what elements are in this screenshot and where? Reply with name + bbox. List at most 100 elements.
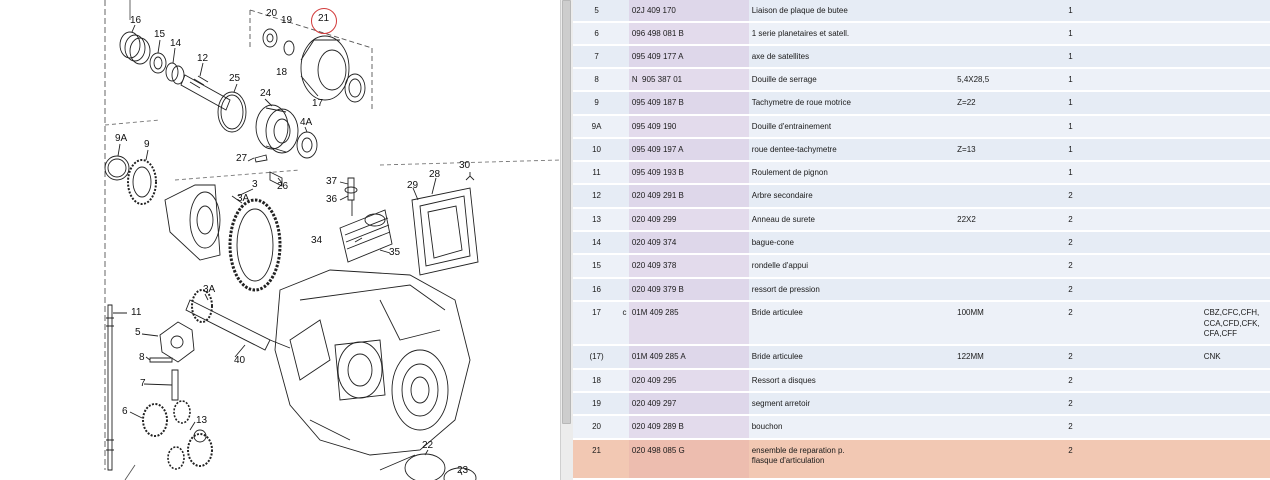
table-row[interactable]: 12 020 409 291 B Arbre secondaire 2	[573, 185, 1270, 209]
callout-5[interactable]: 5	[135, 327, 141, 338]
part-number-cell[interactable]: 020 409 379 B	[628, 279, 749, 300]
callout-9[interactable]: 9	[144, 139, 150, 150]
callout-24[interactable]: 24	[260, 88, 272, 99]
part-number-cell[interactable]: N 905 387 01	[628, 69, 749, 90]
remark-cell: Z=22	[957, 98, 976, 107]
callout-13[interactable]: 13	[196, 415, 208, 426]
table-row[interactable]: 7 095 409 177 A axe de satellites 1	[573, 46, 1270, 69]
remark-cell: 22X2	[957, 215, 976, 224]
table-row[interactable]: 8 N 905 387 01 Douille de serrage 5,4X28…	[573, 69, 1270, 92]
part-number-cell[interactable]: 020 409 378	[628, 255, 749, 277]
description-cell: Liaison de plaque de butee	[751, 6, 848, 15]
table-row[interactable]: 9A 095 409 190 Douille d'entrainement 1	[573, 116, 1270, 139]
description-cell: Anneau de surete	[751, 215, 815, 224]
table-row[interactable]: 6 096 498 081 B 1 serie planetaires et s…	[573, 23, 1270, 46]
model-cell	[1202, 92, 1270, 114]
part-number-cell[interactable]: 020 409 295	[628, 370, 749, 391]
table-row[interactable]: 14 020 409 374 bague-cone 2	[573, 232, 1270, 255]
part-number-cell[interactable]: 020 409 299	[628, 209, 749, 230]
callout-40[interactable]: 40	[234, 355, 246, 366]
part-number-cell[interactable]: 095 409 193 B	[628, 162, 749, 183]
callout-26[interactable]: 26	[277, 181, 289, 192]
callout-16[interactable]: 16	[130, 15, 142, 26]
callout-14[interactable]: 14	[170, 38, 182, 49]
table-row[interactable]: 19 020 409 297 segment arretoir 2	[573, 393, 1270, 416]
callout-25[interactable]: 25	[229, 73, 241, 84]
model-cell	[1202, 279, 1270, 300]
callout-37[interactable]: 37	[326, 176, 338, 187]
quantity-cell: 2	[1068, 446, 1073, 455]
table-row[interactable]: 9 095 409 187 B Tachymetre de roue motri…	[573, 92, 1270, 116]
callout-36[interactable]: 36	[326, 194, 338, 205]
callout-4A[interactable]: 4A	[300, 117, 313, 128]
callout-28[interactable]: 28	[429, 169, 441, 180]
model-cell	[1202, 23, 1270, 44]
position-cell: 7	[594, 52, 599, 61]
table-row[interactable]: 11 095 409 193 B Roulement de pignon 1	[573, 162, 1270, 185]
table-row-selected[interactable]: 21 020 498 085 G ensemble de reparation …	[573, 440, 1270, 480]
callout-30[interactable]: 30	[459, 160, 471, 171]
callout-22[interactable]: 22	[422, 440, 434, 451]
callout-12[interactable]: 12	[197, 53, 209, 64]
part-number-cell[interactable]: 020 498 085 G	[628, 440, 749, 478]
table-row[interactable]: 13 020 409 299 Anneau de surete 22X2 2	[573, 209, 1270, 232]
remark-cell	[954, 232, 1066, 253]
table-row[interactable]: (17) 01M 409 285 A Bride articulee 122MM…	[573, 346, 1270, 370]
part-number-cell[interactable]: 095 409 190	[628, 116, 749, 137]
table-row[interactable]: 5 02J 409 170 Liaison de plaque de butee…	[573, 0, 1270, 23]
scrollbar-thumb[interactable]	[562, 0, 571, 424]
callout-6[interactable]: 6	[122, 406, 128, 417]
description-cell: bague-cone	[751, 238, 794, 247]
quantity-cell: 1	[1068, 29, 1073, 38]
callout-21[interactable]: 21	[318, 13, 330, 24]
callout-9A[interactable]: 9A	[115, 133, 128, 144]
parts-table: 5 02J 409 170 Liaison de plaque de butee…	[573, 0, 1270, 480]
mark-cell	[620, 416, 629, 438]
callout-19[interactable]: 19	[281, 15, 293, 26]
part-number-cell[interactable]: 01M 409 285	[628, 302, 749, 344]
callout-8[interactable]: 8	[139, 352, 145, 363]
table-row[interactable]: 17 c 01M 409 285 Bride articulee 100MM 2…	[573, 302, 1270, 346]
part-number-cell[interactable]: 020 409 289 B	[628, 416, 749, 438]
vertical-scrollbar[interactable]	[560, 0, 574, 480]
callout-3A-upper[interactable]: 3A	[237, 193, 250, 204]
callout-3A-lower[interactable]: 3A	[203, 284, 216, 295]
callout-35[interactable]: 35	[389, 247, 401, 258]
callout-23[interactable]: 23	[457, 465, 469, 476]
position-cell: 13	[592, 215, 601, 224]
table-row[interactable]: 16 020 409 379 B ressort de pression 2	[573, 279, 1270, 302]
mark-cell: c	[622, 308, 627, 317]
callout-34[interactable]: 34	[311, 235, 323, 246]
part-number-cell[interactable]: 095 409 187 B	[628, 92, 749, 114]
description-cell: Tachymetre de roue motrice	[751, 98, 851, 107]
quantity-cell: 1	[1068, 75, 1073, 84]
part-number-cell[interactable]: 01M 409 285 A	[628, 346, 749, 368]
part-number-cell[interactable]: 095 409 177 A	[628, 46, 749, 67]
callout-3[interactable]: 3	[252, 179, 258, 190]
table-row[interactable]: 15 020 409 378 rondelle d'appui 2	[573, 255, 1270, 279]
part-number-cell[interactable]: 096 498 081 B	[628, 23, 749, 44]
remark-cell	[954, 0, 1066, 21]
part-number-cell[interactable]: 020 409 374	[628, 232, 749, 253]
description-cell: rondelle d'appui	[751, 261, 808, 270]
callout-18[interactable]: 18	[276, 67, 288, 78]
callout-29[interactable]: 29	[407, 180, 419, 191]
quantity-cell: 1	[1068, 168, 1073, 177]
model-cell	[1202, 139, 1270, 160]
position-cell: 6	[594, 29, 599, 38]
callout-7[interactable]: 7	[140, 378, 146, 389]
callout-17[interactable]: 17	[312, 98, 324, 109]
part-number-cell[interactable]: 020 409 297	[628, 393, 749, 414]
table-row[interactable]: 10 095 409 197 A roue dentee-tachymetre …	[573, 139, 1270, 162]
table-row[interactable]: 18 020 409 295 Ressort a disques 2	[573, 370, 1270, 393]
part-number-cell[interactable]: 020 409 291 B	[628, 185, 749, 207]
part-number-cell[interactable]: 02J 409 170	[628, 0, 749, 21]
callout-15[interactable]: 15	[154, 29, 166, 40]
table-row[interactable]: 20 020 409 289 B bouchon 2	[573, 416, 1270, 440]
remark-cell	[954, 416, 1066, 438]
callout-11[interactable]: 11	[131, 307, 142, 318]
callout-27[interactable]: 27	[236, 153, 248, 164]
position-cell: 19	[592, 399, 601, 408]
callout-20[interactable]: 20	[266, 8, 278, 19]
part-number-cell[interactable]: 095 409 197 A	[628, 139, 749, 160]
